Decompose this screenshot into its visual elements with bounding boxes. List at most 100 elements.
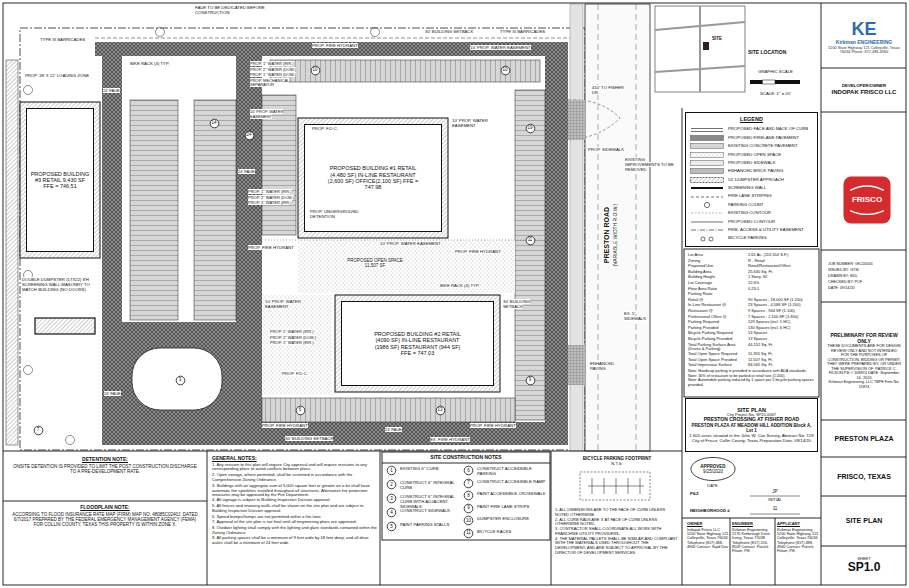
building-wall (20, 102, 100, 258)
plan-callout: PROP. 1" WATER (IRR.) (248, 200, 292, 205)
plan-callout: DOUBLE DUMPSTER (17X22) 8'H SCREENING WA… (22, 277, 90, 292)
note-heading-box: SITE CONSTRUCTION NOTES (383, 455, 549, 461)
construction-note-box: CONSTRUCT ACCESSIBLE PARKING (477, 467, 547, 477)
legend-sample-mark (704, 202, 709, 207)
note-number: 5 (387, 522, 396, 531)
table-cell-box: 23 Spaces - 4,586 SF (1:200) (748, 303, 816, 308)
table-cell: 1 Story, 30' (748, 274, 768, 279)
plan-callout-box: PROP. FIRE HYDRANT (455, 250, 510, 255)
legend-swatch (691, 169, 724, 174)
construction-note: CONSTRUCT 6" INTEGRAL CURB (400, 480, 455, 490)
table-cell: Building Height (688, 274, 715, 279)
table-cell: Parking Required (688, 319, 719, 324)
frame-line (821, 112, 906, 113)
frame-line (821, 457, 906, 458)
table-cell: 84,565 Sq. Ft. (748, 362, 773, 367)
plan-callout-box: PROP. MECHANICAL SEPARATOR (250, 79, 298, 88)
plan-callout-box: TYPE III BARRICADES (500, 30, 555, 35)
note-number-ring (387, 522, 396, 531)
table-cell: 130 Spaces (incl. 6 HC) (748, 325, 790, 330)
legend-sample-mark (709, 237, 713, 241)
node-text: 13 (437, 407, 442, 412)
legend-sample (690, 202, 724, 208)
node-text: 7 (37, 427, 40, 432)
table-cell: Retail @ (688, 297, 703, 302)
node-text: DEVELOPER/OWNER (842, 84, 886, 89)
note-text-box: 7. Approval of the site plan is not fina… (212, 520, 377, 525)
parking-count-ring (436, 406, 445, 415)
plan-callout-box: PROP. UNDERGROUND DETENTION (310, 210, 370, 220)
note-text: 9. All parking spaces shall be a minimum… (212, 535, 369, 545)
lane-line (636, 4, 637, 451)
legend-row: PROPOSED FIRELANE PAVEMENT (690, 134, 813, 142)
table-cell-box: Floor Area Ratio (688, 287, 746, 292)
legend-row: ENHANCED BRICK PAVING (690, 167, 813, 175)
job-info: JOB NUMBER: GKJ20001ISSUED BY: GTMDRAWN … (824, 254, 904, 300)
plan-callout: BIKE RACK (4) TYP. (130, 61, 169, 66)
note-number: 10 (464, 516, 473, 525)
note-text-box: 4. All signage is subject to Building In… (212, 498, 377, 503)
note-number: 8 (464, 491, 473, 500)
note-heading-box: GENERAL NOTES: (212, 456, 377, 462)
construction-note-box: CONSTRUCT 6" INTEGRAL CURB (400, 481, 460, 491)
note-number-ring (464, 466, 473, 475)
contact-heading: OWNER (687, 521, 702, 526)
frame-line (730, 518, 731, 585)
legend-row: BICYCLE PARKING (690, 234, 813, 242)
road-name: PRESTON ROAD (603, 207, 610, 263)
open-space (298, 240, 515, 293)
note-text-box: ACCORDING TO FLOOD INSURANCE RATE MAP (F… (12, 512, 198, 528)
parking-stalls (270, 60, 540, 82)
note-number: 2 (387, 480, 396, 489)
plan-callout: TYPE III BARRICADES (500, 29, 545, 34)
property-line (20, 28, 585, 450)
tree (24, 366, 33, 375)
plan-callout: PROP. 1" WATER (IRR.) (250, 61, 294, 66)
table-cell: Parking Ratio: (688, 291, 713, 296)
parking-count-ring (526, 236, 535, 245)
table-cell: R - Retail (748, 258, 765, 263)
contact-heading: APPLICANT (777, 521, 800, 526)
parking-count-ring (311, 66, 320, 75)
legend-sample (690, 219, 724, 225)
plan-callout-box: EX. FIRE HYDRANT (430, 438, 480, 443)
approval-field-box: DATE (700, 484, 725, 489)
legend-sample-mark (691, 196, 723, 197)
note-text: 3. Buildings with an aggregate sum of 5,… (212, 483, 370, 498)
node-text: 11 (466, 530, 471, 535)
table-cell: Bicycle Parking Provided (688, 336, 732, 341)
node-text: 8 (467, 493, 470, 498)
table-cell: Total Impervious Surface (688, 362, 732, 367)
logo-mark (850, 186, 884, 214)
node-text: 7 (467, 480, 470, 485)
plan-callout: PROP. 1" WATER (IRR.) (270, 340, 314, 345)
frame-line (821, 250, 906, 251)
legend-text: FIRE LANE STRIPING (728, 194, 772, 198)
node-text: FRISCO, TEXAS (837, 473, 891, 481)
legend-sample (690, 160, 724, 166)
construction-note-box: PAINT PARKING STALLS (400, 523, 460, 528)
building: PROPOSED BUILDING #2 RETAIL (4090 SF) IN… (341, 301, 494, 386)
parking-stalls (262, 398, 515, 422)
sheet-number: SHEETSP1.0 (824, 548, 904, 584)
approval-stamp-ring (691, 457, 735, 480)
plan-callout-box: PROP. SIDEWALK (588, 148, 628, 153)
node-text: PROPOSED BUILDING #2 RETAIL (4090 SF) IN… (372, 331, 463, 356)
approval-field: JP (772, 489, 777, 494)
note-number-ring (464, 516, 473, 525)
scale-label-box: SCALE: 1" = 20' (748, 92, 803, 97)
plan-callout-box: 410' TO FISHER DR. (592, 86, 632, 96)
parking-count-ring (245, 131, 254, 140)
legend-sample (690, 127, 724, 133)
table-note: Note: 30% of restaurant to be parked at … (688, 374, 786, 378)
fire-lane (95, 42, 568, 56)
trees (24, 28, 380, 445)
construction-note-box: BICYCLE RACKS (477, 530, 547, 535)
table-cell-box: 84,565 Sq. Ft. (748, 363, 816, 368)
legend-text: PROPOSED FACE AND BACK OF CURB (728, 127, 808, 131)
plan-callout-box: TYPE III BARRICADES (40, 38, 95, 43)
legend-row: PROPOSED SIDEWALK (690, 159, 813, 167)
table-cell-box: Parking Required (688, 320, 746, 325)
map-label: SITE LOCATION (748, 49, 786, 55)
